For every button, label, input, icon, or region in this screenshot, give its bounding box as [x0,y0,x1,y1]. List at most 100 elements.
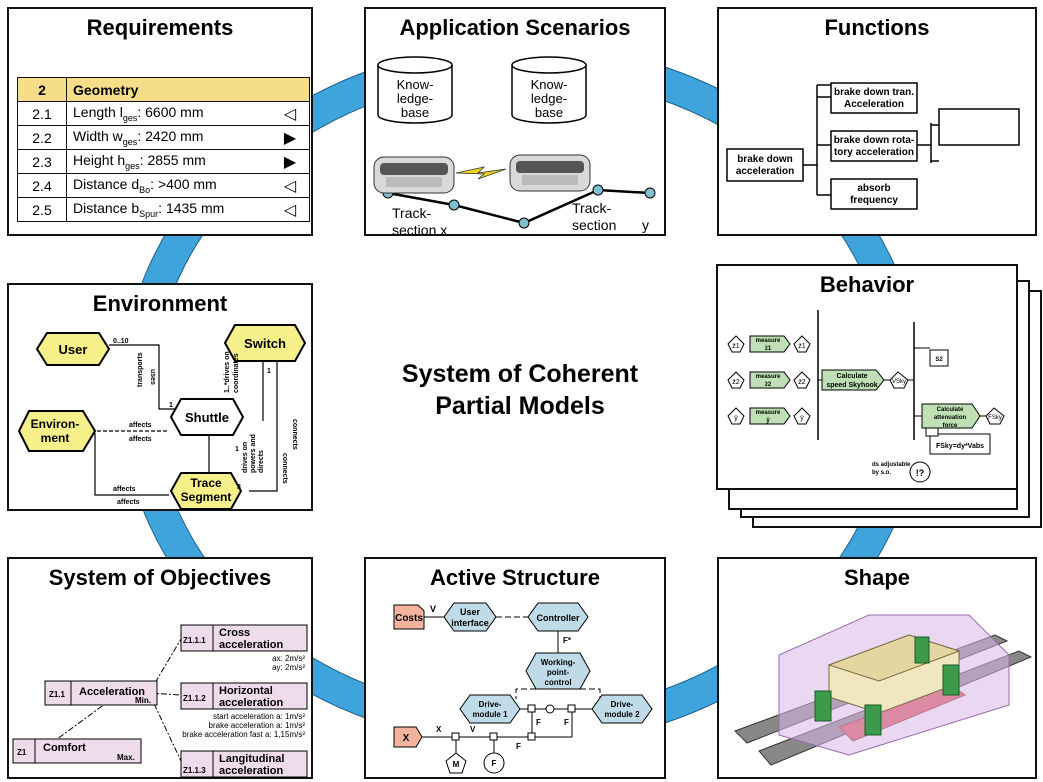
user-interface-label: User [460,607,481,617]
req-value: : >400 mm [150,176,217,193]
x-output-label: X [403,733,410,744]
env-mult: 0..10 [113,338,129,345]
track-node [448,199,460,211]
shape-model [734,614,1033,766]
shape-panel: Shape [717,557,1037,779]
env-rel-transports: transports [137,352,144,387]
req-mark-icon: ◁ [271,101,310,126]
wpc-label: Working- [541,658,576,667]
env-node-shuttle [169,398,245,436]
sensor-output [793,371,811,389]
function-f1-line: brake down tran. [834,87,914,98]
costs-box [393,604,425,630]
objective-longitudinal [180,750,308,778]
objective-name: Horizontal [219,685,273,697]
signal-fstar: F* [563,636,572,645]
env-rel-drives-on2: drives on [242,442,249,473]
req-mark-icon: ▶ [271,125,310,150]
req-num: 2.5 [17,197,67,222]
formula-note [929,433,991,455]
objective-name: acceleration [219,765,283,777]
question-flag: !? [916,468,925,478]
shape-title: Shape [843,565,911,590]
joint-node [527,704,536,713]
objectives-panel: System of Objectives Z1 Comfort Max. Z1.… [7,557,313,779]
wpc-label: point- [547,668,570,677]
env-environ-label: Environ- [31,417,80,431]
sensor-output [793,335,811,353]
measure-label: measure [756,338,781,344]
env-environ-label: ment [41,431,70,445]
scenarios-panel: Application Scenarios Know- ledge- base … [364,7,666,236]
mass-label: M [453,760,460,769]
req-sub: ges [125,160,140,171]
fsky-node [985,407,1005,425]
req-value: : 2855 mm [139,152,206,169]
sensor-label: z̈2 [732,379,740,386]
controller-label: Controller [536,613,579,623]
function-empty-box [938,108,1020,146]
objective-name: Langitudinal [219,753,284,765]
objective-note: ax: 2m/s² [272,654,305,663]
env-rel-affects: affects [117,499,140,506]
env-rel-connects: connects [281,453,288,484]
env-user-label: User [59,342,88,357]
active-structure-diagram: Costs V User interface Controller F* Wor… [393,602,653,774]
environment-title: Environment [92,291,228,316]
measure-block [749,371,791,389]
req-sub: Bo [139,184,151,195]
mass-pentagon-icon [445,752,467,774]
vsky-node [889,371,909,389]
sensor-label: ÿ [800,415,804,422]
objective-cross [180,624,308,652]
objectives-tree: Z1 Comfort Max. Z1.1 Acceleration Min. Z… [12,624,308,778]
s2-label: S2 [935,357,943,363]
environment-panel: Environment User Switch Shuttle Environ-… [7,283,313,511]
req-sub: Spur [139,208,159,219]
req-mark-icon: ◁ [271,197,310,222]
sensor-label: z̈1 [798,343,806,350]
calc-force-label: Calculate [937,407,964,413]
joint-node [527,732,536,741]
signal-f: F [536,718,541,727]
functions-tree: brake down acceleration brake down tran.… [726,82,1020,210]
objectives-title: System of Objectives [48,565,272,590]
objective-note: brake acceleration fast a: 1,15m/s² [182,730,305,739]
objective-name: Cross [219,627,250,639]
env-rel-uses: uses [149,369,156,385]
req-value: : 1435 mm [158,200,225,217]
shuttle-vehicle-2 [509,154,591,192]
requirement-row: 2.2 Width wges: 2420 mm ▶ [17,125,310,150]
functions-title: Functions [824,15,930,40]
env-shuttle-label: Shuttle [185,410,229,425]
track-node [592,184,604,196]
objective-direction: Max. [117,753,135,762]
joint-node [489,732,498,741]
function-box [830,178,918,210]
kb2-line: ledge- [531,91,567,106]
signal-f: F [516,742,521,751]
env-mult: 1 [235,446,239,453]
objective-id: Z1.1.2 [183,694,206,703]
sensor-label: ÿ [734,415,738,422]
bogie-frame [864,704,882,736]
objective-name: Acceleration [79,686,145,698]
signal-v: V [430,604,436,614]
sensor-input [727,335,745,353]
adjust-note: by s.o. [872,470,891,476]
env-trace-label: Segment [181,490,232,504]
objective-note: ay: 2m/s² [272,663,305,672]
env-node-user [35,332,111,366]
sensor-input [727,371,745,389]
track-node [644,187,656,199]
calc-force-label: attenuation [934,415,967,421]
objective-note: brake acceleration a: 1m/s² [209,721,306,730]
drive-module-2-label: module 2 [604,710,640,719]
requirements-title: Requirements [86,15,234,40]
track-label-y: y [642,217,649,233]
measure-label: measure [756,410,781,416]
behavior-title: Behavior [819,272,915,297]
req-num: 2.4 [17,173,67,198]
measure-label: z̈2 [765,382,772,388]
req-num: 2.2 [17,125,67,150]
